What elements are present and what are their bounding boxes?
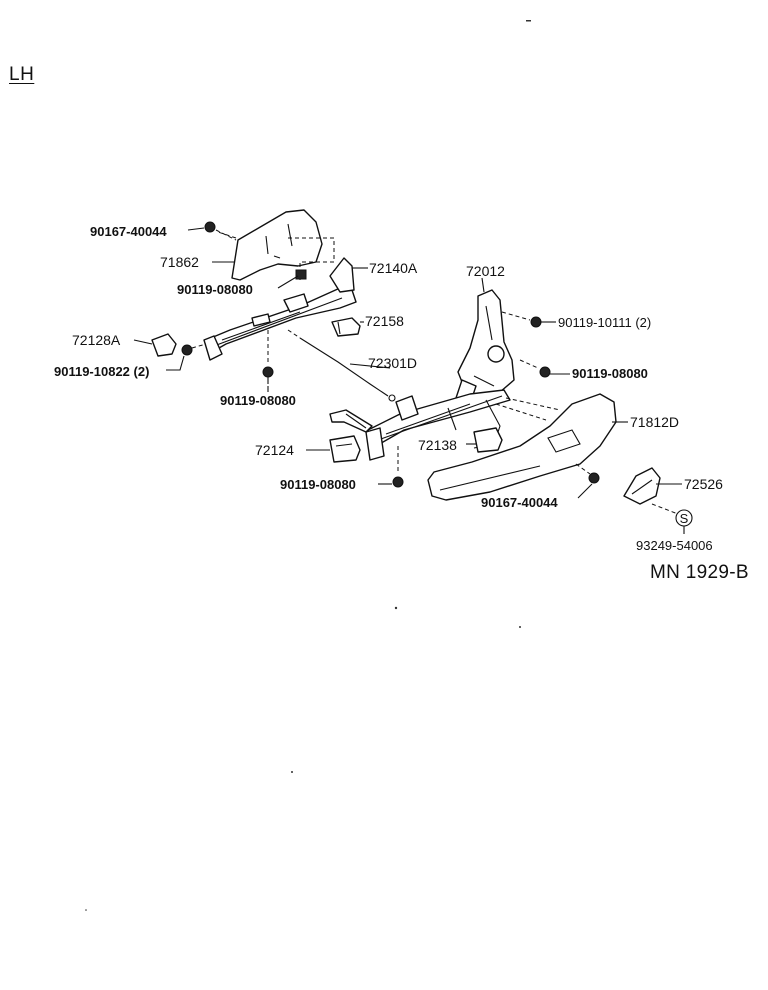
- side-shield-71862: [217, 209, 335, 281]
- callout-72526: 72526: [684, 476, 723, 492]
- bolt-90119-08080-left: [262, 330, 274, 384]
- clip-72158: [331, 317, 361, 337]
- bolt-90167-40044-bottom: [575, 463, 600, 484]
- scan-specks: [85, 20, 531, 911]
- callout-72138: 72138: [418, 437, 457, 453]
- callout-72124: 72124: [255, 442, 294, 458]
- callout-90119-08080-left: 90119-08080: [220, 393, 296, 408]
- lower-seat-track: [365, 389, 511, 461]
- callout-90167-40044-top: 90167-40044: [90, 224, 167, 239]
- callout-90119-10822: 90119-10822 (2): [54, 364, 149, 379]
- block-72138: [473, 427, 503, 453]
- block-72124: [329, 435, 361, 463]
- callout-93249-54006: 93249-54006: [636, 538, 713, 553]
- side-label: LH: [9, 64, 35, 85]
- drawing-number: MN 1929-B: [650, 562, 749, 583]
- callout-90167-40044-bottom: 90167-40044: [481, 495, 558, 510]
- bolt-90167-40044-top: [204, 221, 237, 241]
- callout-90119-08080-right: 90119-08080: [572, 366, 648, 381]
- recliner-frame-72012: [455, 289, 515, 405]
- cap-72128A: [151, 333, 177, 357]
- callout-72128A: 72128A: [72, 332, 121, 348]
- bolt-90119-08080-upper: [295, 269, 307, 280]
- cover-72526: [623, 467, 679, 515]
- callout-90119-08080-lower: 90119-08080: [280, 477, 356, 492]
- s-symbol-circle: S: [675, 509, 693, 534]
- callout-71862: 71862: [160, 254, 199, 270]
- seat-track-rail-72140A: [203, 257, 357, 361]
- bolt-90119-10822: [181, 343, 207, 356]
- bolt-90119-10111: [501, 311, 542, 328]
- callout-90119-10111: 90119-10111 (2): [558, 315, 651, 330]
- release-lever: [329, 409, 373, 433]
- bolt-90119-08080-right: [519, 359, 551, 378]
- bolt-90119-08080-lower: [392, 446, 404, 488]
- s-symbol: S: [680, 511, 689, 526]
- callout-labels: 90167-40044 71862 72140A 90119-08080 721…: [54, 224, 723, 553]
- callout-71812D: 71812D: [630, 414, 679, 430]
- callout-72158: 72158: [365, 313, 404, 329]
- leader-lines: [133, 227, 682, 499]
- callout-72012: 72012: [466, 263, 505, 279]
- cable-72301D: [287, 329, 396, 402]
- callout-72140A: 72140A: [369, 260, 418, 276]
- callout-90119-08080-upper: 90119-08080: [177, 282, 253, 297]
- outer-shield-71812D: [427, 393, 617, 501]
- callout-72301D: 72301D: [368, 355, 417, 371]
